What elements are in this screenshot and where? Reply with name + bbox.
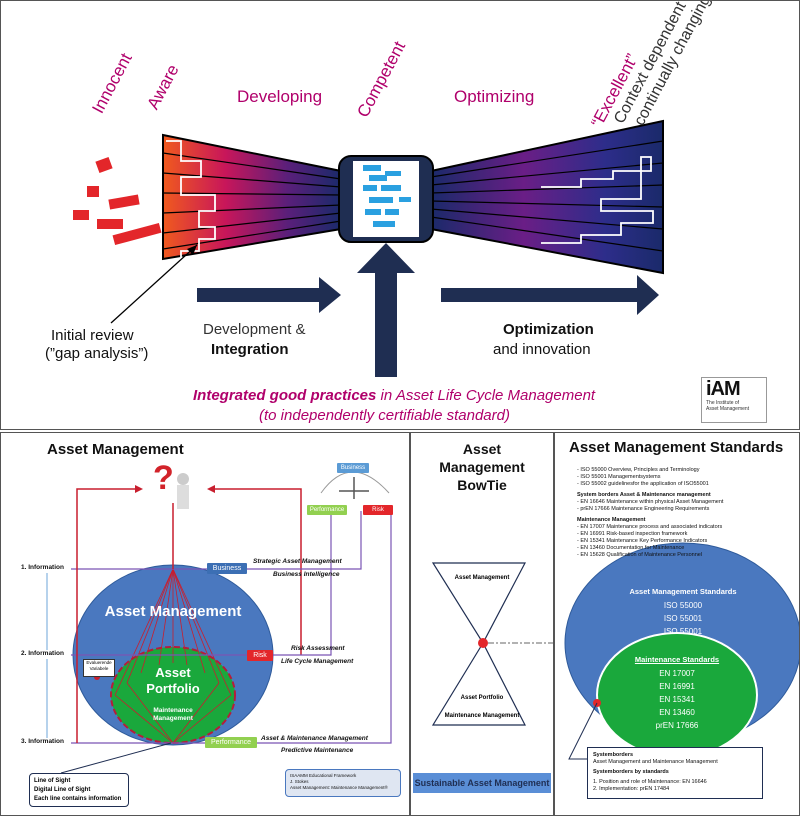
- footnote-box: ISAAMM Educational Framework J. Stokes A…: [285, 769, 401, 797]
- arrow-good-practices: [357, 243, 415, 377]
- evaluerende-1: Evaluerende: [86, 660, 112, 665]
- standards-panel: Asset Management Standards - ISO 55000 O…: [554, 432, 800, 816]
- footnote-1: ISAAMM Educational Framework: [290, 773, 357, 778]
- digital-line-of-sight: Digital Line of Sight: [34, 787, 91, 793]
- box-head-1: Systemborders: [593, 752, 634, 758]
- maint-5: - EN 15628 Qualification of Maintenance …: [577, 552, 703, 558]
- strategic-label: Strategic Asset Management: [253, 558, 342, 565]
- bowtie-title-3: BowTie: [457, 477, 507, 493]
- good-practices-label: Integrated good practices in Asset Life …: [193, 387, 595, 404]
- optimization-label: Optimization: [503, 321, 594, 338]
- maturity-bowtie-graphic: [73, 119, 664, 377]
- box-line-2: 1. Position and role of Maintenance: EN …: [593, 779, 707, 785]
- integration-label: Integration: [211, 341, 289, 358]
- development-label: Development &: [203, 321, 306, 338]
- inner-item-2: EN 16991: [659, 682, 695, 691]
- risk-tag: Risk: [247, 650, 273, 661]
- circle-item-1: ISO 55000: [663, 601, 703, 610]
- asset-maintenance-label: Asset & Maintenance Management: [261, 735, 368, 742]
- circle-title: Asset Management Standards: [629, 587, 737, 596]
- bowtie-title-1: Asset: [462, 441, 502, 457]
- each-line-info: Each line contains information: [34, 796, 122, 802]
- maint-head: Maintenance Management: [577, 517, 646, 523]
- line-of-sight-box: Line of Sight Digital Line of Sight Each…: [29, 773, 129, 807]
- information-1: 1. Information: [21, 564, 64, 571]
- iso-list-3: - ISO 55002 guidelinesfor the applicatio…: [577, 481, 709, 487]
- portfolio-label-2: Portfolio: [146, 681, 200, 696]
- evaluerende-2: Variabele: [89, 666, 109, 671]
- borders-2: - prEN 17666 Maintenance Engineering Req…: [577, 506, 710, 512]
- box-head-2: Systemborders by standards: [593, 769, 669, 775]
- evaluerende-box: Evaluerende Variabele: [83, 659, 115, 677]
- pyramid-performance-tag: Performance: [307, 505, 347, 515]
- predictive-label: Predictive Maintenance: [281, 747, 354, 754]
- circle-item-3: ISO 55001: [663, 627, 703, 636]
- stage-developing: Developing: [237, 87, 323, 106]
- performance-tag: Performance: [205, 737, 257, 748]
- information-2: 2. Information: [21, 650, 64, 657]
- bowtie-graphic: [431, 562, 553, 726]
- maturity-panel: Innocent Aware Developing Competent Opti…: [0, 0, 800, 430]
- maintenance-label-1: Maintenance: [153, 707, 193, 714]
- line-of-sight: Line of Sight: [34, 778, 71, 784]
- borders-1: - EN 16646 Maintenance within physical A…: [577, 499, 724, 505]
- box-line-1: Asset Management and Maintenance Managem…: [593, 759, 718, 765]
- inner-item-1: EN 17007: [659, 669, 695, 678]
- standards-title: Asset Management Standards: [569, 439, 784, 456]
- good-practices-rest: in Asset Life Cycle Management: [376, 387, 596, 404]
- standards-graphic: [564, 542, 799, 760]
- footnote-2: J. Stokes: [290, 779, 309, 784]
- business-tag: Business: [207, 563, 247, 574]
- gap-analysis-label: (”gap analysis”): [45, 345, 149, 362]
- information-3: 3. Information: [21, 738, 64, 745]
- maintenance-label-2: Management: [153, 715, 193, 722]
- bowtie-panel: Asset Management BowTie Asset Management…: [410, 432, 554, 816]
- inner-item-5: prEN 17666: [655, 721, 699, 730]
- maint-2: - EN 16991 Risk-based inspection framewo…: [577, 531, 688, 537]
- left-funnel: [162, 133, 342, 261]
- bowtie-maint-label: Maintenance Management: [444, 713, 520, 719]
- pyramid-risk-tag: Risk: [363, 505, 393, 515]
- bowtie-portfolio-label: Asset Portfolio: [460, 695, 504, 701]
- maint-1: - EN 17007 Maintenance process and assoc…: [577, 524, 723, 530]
- business-intelligence-label: Business Intelligence: [273, 571, 340, 578]
- asset-management-graphic: ?: [46, 459, 392, 774]
- iso-list-2: - ISO 55001 Managementsystems: [577, 474, 661, 480]
- borders-head: System borders Asset & Maintenance manag…: [577, 492, 711, 498]
- box-line-3: 2. Implementation: prEN 17484: [593, 786, 670, 792]
- stage-optimizing: Optimizing: [454, 87, 535, 106]
- asset-management-title: Asset Management: [47, 441, 184, 458]
- innovation-label: and innovation: [493, 341, 591, 358]
- iso-list-1: - ISO 55000 Overview, Principles and Ter…: [577, 467, 700, 473]
- risk-assessment-label: Risk Assessment: [291, 645, 345, 652]
- footnote-3: Asset Management: Maintenance Management…: [290, 785, 388, 790]
- portfolio-label-1: Asset: [155, 665, 191, 680]
- arrow-development: [197, 277, 341, 313]
- inner-item-4: EN 13460: [659, 708, 695, 717]
- big-circle-label: Asset Management: [104, 603, 242, 620]
- iam-logo-sub1: The Institute of: [706, 400, 740, 406]
- iam-logo-mark: iAM: [706, 378, 741, 400]
- arrow-optimization: [441, 275, 659, 315]
- inner-item-3: EN 15341: [659, 695, 695, 704]
- circle-item-2: ISO 55001: [663, 614, 703, 623]
- bowtie-top-label: Asset Management: [454, 575, 510, 581]
- pyramid-business-tag: Business: [337, 463, 369, 473]
- asset-management-panel: ? Asset Management Business Performance …: [0, 432, 410, 816]
- maint-4: - EN 13460 Documentation for Maintenance: [577, 545, 685, 551]
- inner-title: Maintenance Standards: [634, 655, 720, 664]
- bowtie-title-2: Management: [439, 459, 525, 475]
- sustainable-banner: Sustainable Asset Management: [413, 773, 551, 793]
- systemborders-box: Systemborders Asset Management and Maint…: [587, 747, 763, 799]
- maint-3: - EN 15341 Maintenance Key Performance I…: [577, 538, 708, 544]
- good-practices-bold: Integrated good practices: [193, 387, 377, 404]
- iam-logo-sub2: Asset Management: [706, 406, 750, 412]
- standards-list: - ISO 55000 Overview, Principles and Ter…: [577, 467, 797, 559]
- right-funnel: [430, 119, 664, 275]
- iam-logo: iAM The Institute of Asset Management: [701, 377, 767, 423]
- certifiable-label: (to independently certifiable standard): [259, 407, 510, 424]
- initial-review-label: Initial review: [51, 327, 134, 344]
- svg-text:?: ?: [153, 459, 174, 497]
- life-cycle-label: Life Cycle Management: [281, 658, 354, 665]
